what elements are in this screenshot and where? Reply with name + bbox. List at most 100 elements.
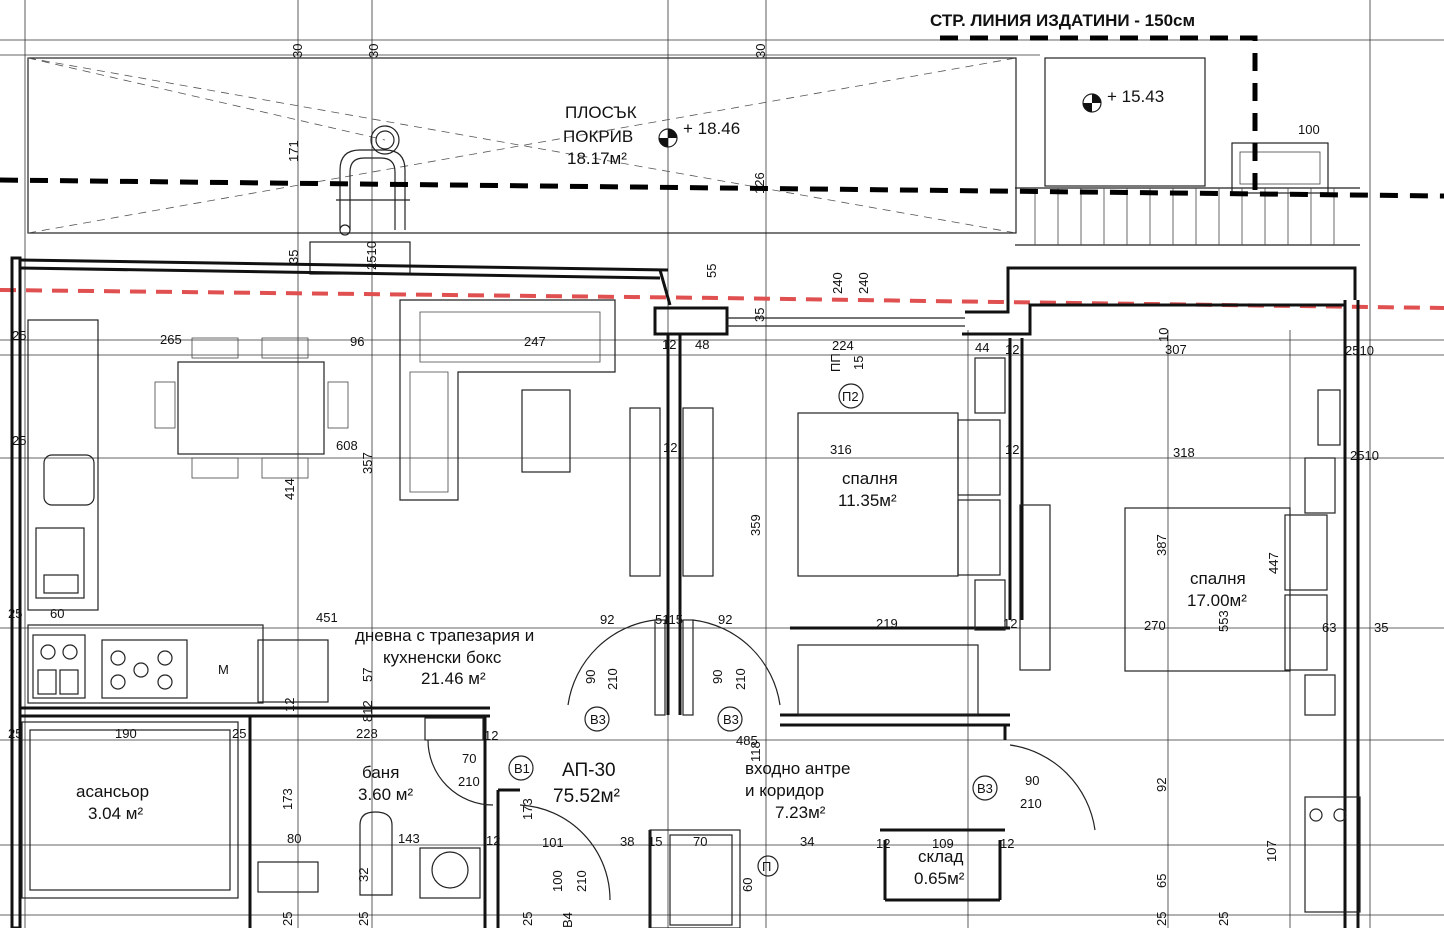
svg-text:15: 15: [851, 356, 866, 370]
svg-text:65: 65: [1154, 874, 1169, 888]
svg-text:70: 70: [462, 751, 476, 766]
svg-text:92: 92: [1154, 778, 1169, 792]
svg-text:25: 25: [12, 328, 26, 343]
svg-text:38: 38: [620, 834, 634, 849]
svg-text:60: 60: [740, 878, 755, 892]
svg-text:219: 219: [876, 616, 898, 631]
living-name-1: дневна с трапезария и: [355, 626, 534, 645]
dining-table: [154, 337, 349, 479]
bed-2: [1019, 389, 1341, 716]
door-tag-b4: B4: [560, 912, 575, 928]
svg-text:210: 210: [733, 668, 748, 690]
terrace: [1015, 57, 1360, 246]
svg-text:34: 34: [800, 834, 814, 849]
sofa: [399, 299, 714, 577]
door-tag-pp: ПП: [828, 353, 843, 372]
svg-text:265: 265: [160, 332, 182, 347]
svg-text:60: 60: [50, 606, 64, 621]
bath-area: 3.60 м²: [358, 785, 413, 804]
svg-text:451: 451: [316, 610, 338, 625]
svg-text:48: 48: [695, 337, 709, 352]
walls: [10, 256, 1360, 928]
living-name-2: кухненски бокс: [383, 648, 502, 667]
svg-text:12: 12: [282, 698, 297, 712]
svg-text:32: 32: [356, 868, 371, 882]
roof-name-2: ПОКРИВ: [563, 127, 633, 146]
svg-text:5115: 5115: [655, 612, 683, 627]
svg-text:80: 80: [287, 831, 301, 846]
svg-text:92: 92: [718, 612, 732, 627]
svg-text:109: 109: [932, 836, 954, 851]
svg-text:100: 100: [550, 870, 565, 892]
svg-text:55: 55: [704, 264, 719, 278]
corridor-fixtures: [669, 796, 1361, 926]
svg-text:12: 12: [1003, 616, 1017, 631]
svg-text:10: 10: [1156, 328, 1171, 342]
bathroom-fixtures: [257, 717, 484, 899]
svg-text:25: 25: [1154, 912, 1169, 926]
svg-text:101: 101: [542, 835, 564, 850]
bed1-area: 11.35м²: [838, 491, 897, 510]
svg-text:12: 12: [486, 833, 500, 848]
svg-text:90: 90: [1025, 773, 1039, 788]
svg-text:12: 12: [662, 337, 676, 352]
svg-text:2510: 2510: [364, 241, 379, 270]
terrace-level: + 15.43: [1107, 87, 1164, 106]
svg-text:96: 96: [350, 334, 364, 349]
bed1-name: спалня: [842, 469, 898, 488]
svg-text:247: 247: [524, 334, 546, 349]
svg-text:30: 30: [366, 44, 381, 58]
door-tag-b3-2: B3: [723, 712, 739, 727]
elevator-area: 3.04 м²: [88, 804, 143, 823]
bed2-name: спалня: [1190, 569, 1246, 588]
svg-text:35: 35: [752, 308, 767, 322]
svg-text:485: 485: [736, 733, 758, 748]
svg-text:190: 190: [115, 726, 137, 741]
svg-text:25: 25: [8, 726, 22, 741]
svg-text:12: 12: [1005, 342, 1019, 357]
svg-text:25: 25: [280, 912, 295, 926]
svg-text:63: 63: [1322, 620, 1336, 635]
level-markers: [658, 93, 1102, 148]
bed-1: [797, 357, 1006, 716]
roof-level: + 18.46: [683, 119, 740, 138]
roof-name-1: ПЛОСЪК: [565, 103, 637, 122]
entry-area: 7.23м²: [775, 803, 826, 822]
svg-text:143: 143: [398, 831, 420, 846]
svg-text:107: 107: [1264, 840, 1279, 862]
svg-text:173: 173: [520, 798, 535, 820]
svg-text:25: 25: [12, 433, 26, 448]
svg-text:173: 173: [280, 788, 295, 810]
roof-area: 18.17м²: [567, 149, 627, 168]
svg-text:210: 210: [458, 774, 480, 789]
entry-name-1: входно антре: [745, 759, 850, 778]
bath-name: баня: [362, 763, 399, 782]
elevator-name: асансьор: [76, 782, 149, 801]
svg-text:608: 608: [336, 438, 358, 453]
svg-text:316: 316: [830, 442, 852, 457]
apartment-area: 75.52м²: [553, 786, 620, 807]
svg-text:90: 90: [710, 670, 725, 684]
svg-text:357: 357: [360, 452, 375, 474]
svg-text:25: 25: [356, 912, 371, 926]
svg-text:25: 25: [232, 726, 246, 741]
svg-text:240: 240: [856, 272, 871, 294]
bed2-area: 17.00м²: [1187, 591, 1247, 610]
door-tag-b3-3: B3: [977, 781, 993, 796]
svg-text:307: 307: [1165, 342, 1187, 357]
svg-text:812: 812: [360, 700, 375, 722]
svg-text:57: 57: [360, 668, 375, 682]
svg-text:90: 90: [583, 670, 598, 684]
svg-text:414: 414: [282, 478, 297, 500]
regulation-line: [0, 35, 1444, 199]
flat-roof: [27, 57, 1017, 275]
header-line-label: СТР. ЛИНИЯ ИЗДАТИНИ - 150см: [930, 11, 1195, 30]
door-tags: [508, 383, 998, 877]
door-tag-b1: B1: [514, 761, 530, 776]
kitchen-counter: [27, 319, 329, 704]
entry-name-2: и коридор: [745, 781, 824, 800]
door-tag-b3-1: B3: [590, 712, 606, 727]
storage-name: склад: [918, 847, 964, 866]
svg-text:25: 25: [520, 912, 535, 926]
